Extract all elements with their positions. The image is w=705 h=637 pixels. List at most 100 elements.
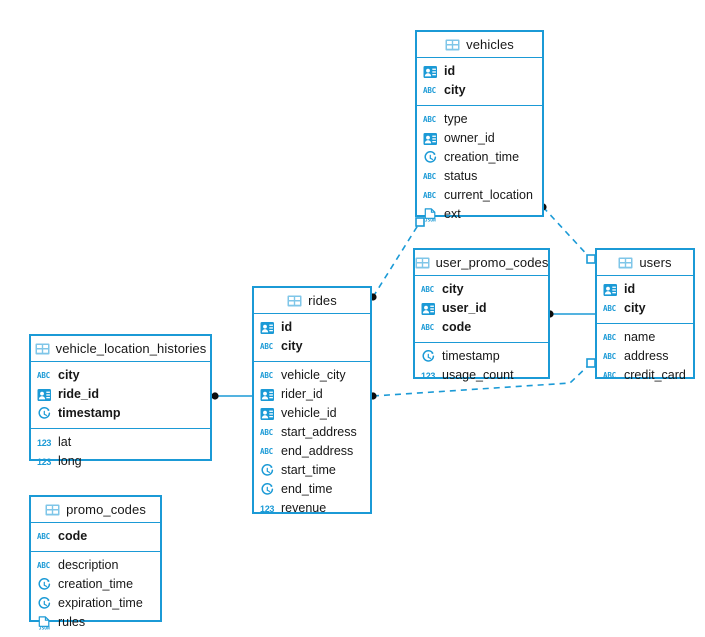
id-card-icon	[37, 388, 52, 402]
column-name: timestamp	[442, 349, 500, 364]
column-row-rider_id[interactable]: rider_id	[254, 385, 370, 404]
column-row-status[interactable]: ABC status	[417, 167, 542, 186]
abc-string-icon: ABC	[37, 531, 50, 541]
id-card-icon	[260, 407, 275, 421]
svg-text:JSON: JSON	[425, 217, 436, 221]
column-row-timestamp[interactable]: timestamp	[31, 404, 210, 423]
column-name: id	[444, 64, 456, 79]
column-row-ride_id[interactable]: ride_id	[31, 385, 210, 404]
edge-endpoint-square	[586, 254, 596, 264]
table-header-promo_codes[interactable]: promo_codes	[31, 497, 160, 523]
column-row-vehicle_id[interactable]: vehicle_id	[254, 404, 370, 423]
table-header-users[interactable]: users	[597, 250, 693, 276]
column-name: start_address	[281, 425, 357, 440]
clock-icon	[421, 349, 436, 364]
column-row-user_id[interactable]: user_id	[415, 299, 548, 318]
column-name: owner_id	[444, 131, 495, 146]
table-header-vehicle_location_histories[interactable]: vehicle_location_histories	[31, 336, 210, 362]
column-name: end_address	[281, 444, 354, 459]
json-icon: JSON	[37, 615, 52, 630]
column-row-start_time[interactable]: start_time	[254, 461, 370, 480]
column-name: address	[624, 349, 669, 364]
id-card-icon	[423, 65, 438, 79]
column-row-expiration_time[interactable]: expiration_time	[31, 594, 160, 613]
column-row-end_time[interactable]: end_time	[254, 480, 370, 499]
json-icon: JSON	[423, 207, 438, 222]
column-row-id[interactable]: id	[417, 62, 542, 81]
column-name: id	[281, 320, 293, 335]
clock-icon	[423, 150, 438, 165]
column-row-id[interactable]: id	[597, 280, 693, 299]
column-row-code[interactable]: ABC code	[415, 318, 548, 337]
edge-line	[372, 221, 421, 298]
column-row-owner_id[interactable]: owner_id	[417, 129, 542, 148]
column-name: code	[58, 529, 88, 544]
abc-string-icon: ABC	[603, 351, 616, 361]
column-row-address[interactable]: ABC address	[597, 347, 693, 366]
column-name: user_id	[442, 301, 487, 316]
abc-string-icon: ABC	[423, 171, 436, 181]
column-name: rider_id	[281, 387, 323, 402]
column-row-creation_time[interactable]: creation_time	[31, 575, 160, 594]
column-row-timestamp[interactable]: timestamp	[415, 347, 548, 366]
abc-string-icon: ABC	[423, 85, 436, 95]
relationship-vehicle_location_histories-rides[interactable]	[211, 392, 252, 400]
column-name: status	[444, 169, 478, 184]
abc-string-icon: ABC	[421, 322, 434, 332]
column-name: end_time	[281, 482, 333, 497]
number-123-icon: 123	[37, 437, 52, 448]
clock-icon	[37, 577, 52, 592]
relationship-user_promo_codes-users[interactable]	[546, 310, 595, 318]
id-card-icon	[260, 388, 275, 402]
column-name: code	[442, 320, 472, 335]
column-row-code[interactable]: ABC code	[31, 527, 160, 546]
edge-endpoint-square	[586, 358, 596, 368]
table-title: vehicles	[466, 37, 514, 52]
table-header-vehicles[interactable]: vehicles	[417, 32, 542, 58]
abc-string-icon: ABC	[603, 370, 616, 380]
column-name: current_location	[444, 188, 533, 203]
table-header-user_promo_codes[interactable]: user_promo_codes	[415, 250, 548, 276]
abc-string-icon: ABC	[37, 560, 50, 570]
table-title: user_promo_codes	[435, 255, 549, 270]
column-name: long	[58, 454, 82, 469]
edge-line	[542, 206, 592, 260]
column-name: creation_time	[444, 150, 520, 165]
abc-string-icon: ABC	[260, 370, 273, 380]
column-row-creation_time[interactable]: creation_time	[417, 148, 542, 167]
column-row-id[interactable]: id	[254, 318, 370, 337]
table-header-rides[interactable]: rides	[254, 288, 370, 314]
